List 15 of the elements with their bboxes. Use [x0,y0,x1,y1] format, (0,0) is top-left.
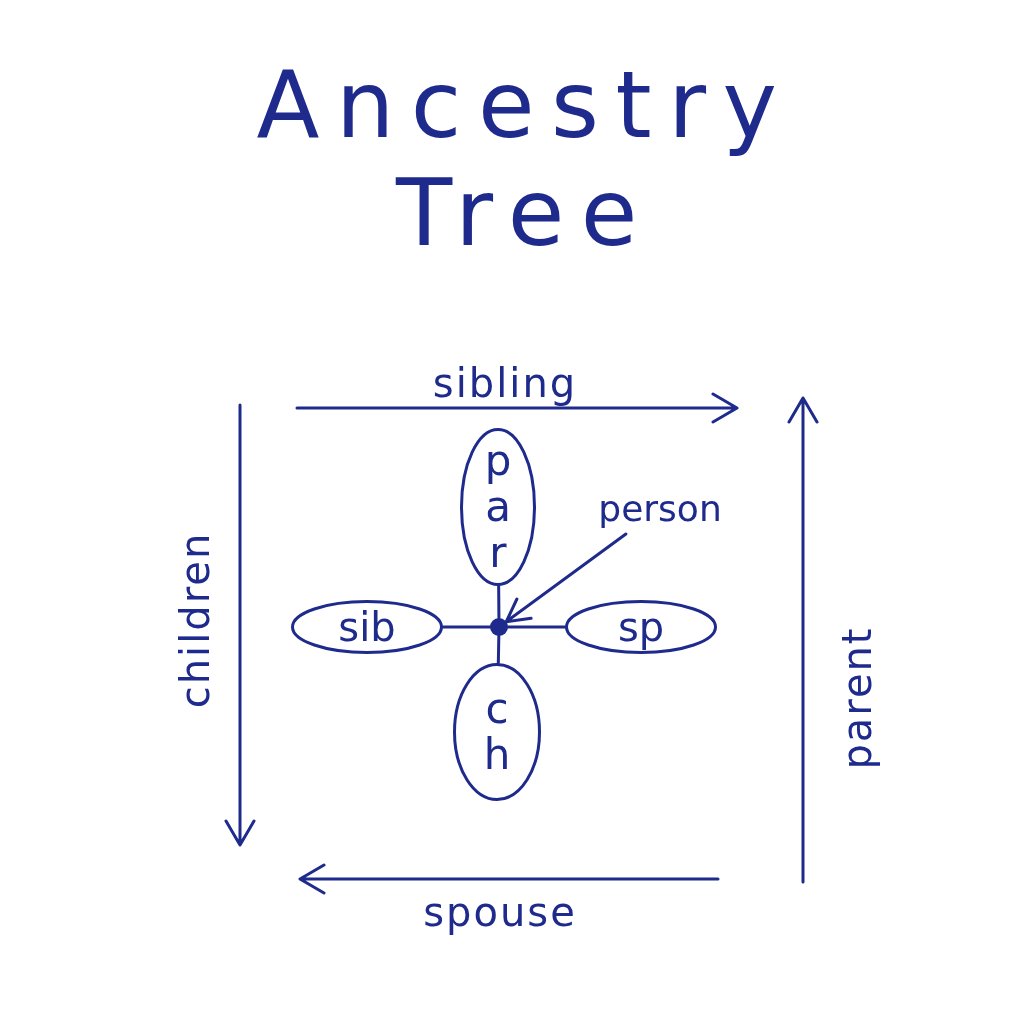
connector-line [497,584,501,620]
oval-node [453,663,541,801]
oval-node [460,428,536,586]
node-label: sib [338,607,396,647]
callout-text: person [585,484,735,534]
connector-line [496,634,501,665]
node-label: par [483,437,513,577]
oval-node [565,600,717,654]
title: Ancestry Tree [255,52,795,268]
node-label: ch [482,685,512,779]
arrow-label: children [175,531,215,709]
oval-node [291,600,443,654]
leader-arrow [504,532,628,624]
connector-line [506,625,567,629]
connector-line [441,625,492,629]
